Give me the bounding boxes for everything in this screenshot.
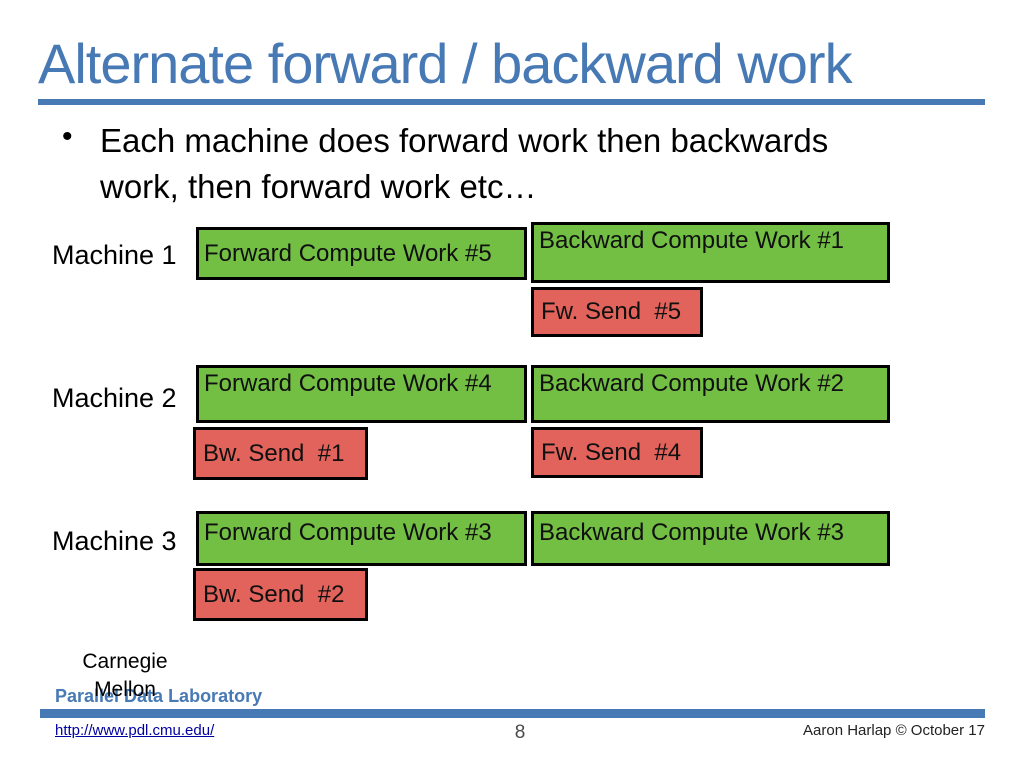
machine-3-label: Machine 3 bbox=[52, 526, 177, 556]
machine-2-backward-send-box: Bw. Send #1 bbox=[193, 427, 368, 480]
page-number: 8 bbox=[514, 722, 526, 743]
machine-2-backward-compute-box: Backward Compute Work #2 bbox=[531, 365, 890, 423]
bullet-text: Each machine does forward work then back… bbox=[100, 122, 829, 205]
machine-3-forward-compute-box: Forward Compute Work #3 bbox=[196, 511, 527, 566]
carnegie-mellon-wordmark: Carnegie Mellon bbox=[60, 648, 190, 704]
machine-3-backward-compute-box: Backward Compute Work #3 bbox=[531, 511, 890, 566]
machine-2-forward-send-box: Fw. Send #4 bbox=[531, 427, 703, 478]
carnegie-mellon-line2: Mellon bbox=[94, 678, 156, 701]
bullet-icon: • bbox=[62, 120, 73, 153]
pdl-url-link[interactable]: http://www.pdl.cmu.edu/ bbox=[55, 722, 215, 739]
author-credit: Aaron Harlap © October 17 bbox=[803, 722, 985, 739]
machine-1-forward-compute-box: Forward Compute Work #5 bbox=[196, 227, 527, 280]
machine-1-forward-send-box: Fw. Send #5 bbox=[531, 287, 703, 337]
footer-divider-bar bbox=[40, 709, 985, 718]
machine-2-forward-compute-box: Forward Compute Work #4 bbox=[196, 365, 527, 423]
machine-1-label: Machine 1 bbox=[52, 240, 177, 270]
lab-name: Parallel Data Laboratory bbox=[55, 686, 263, 706]
slide-title: Alternate forward / backward work bbox=[38, 32, 853, 95]
carnegie-mellon-line1: Carnegie bbox=[82, 650, 168, 673]
machine-2-label: Machine 2 bbox=[52, 383, 177, 413]
machine-3-backward-send-box: Bw. Send #2 bbox=[193, 568, 368, 621]
title-underline bbox=[38, 99, 985, 105]
machine-1-backward-compute-box: Backward Compute Work #1 bbox=[531, 222, 890, 283]
